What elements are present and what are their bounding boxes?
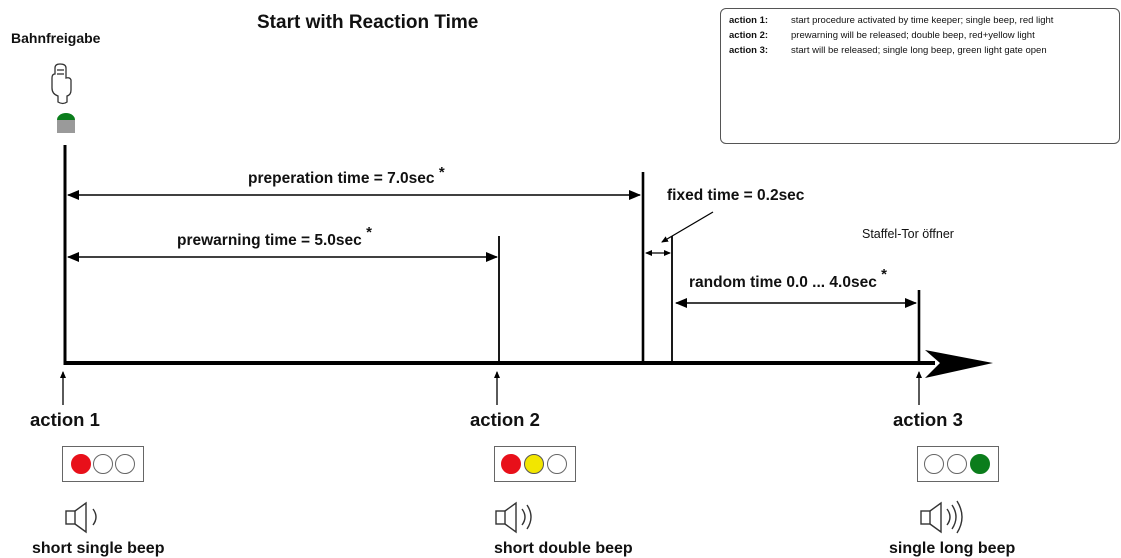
legend-box: action 1:start procedure activated by ti… [720,8,1120,144]
off-lamp [115,454,135,474]
traffic-light-icon [917,446,999,482]
axis-arrowhead [925,350,993,378]
off-lamp [924,454,944,474]
legend-row-1: action 1:start procedure activated by ti… [729,15,1054,26]
fixed-pointer [661,211,714,243]
green-lamp [970,454,990,474]
off-lamp [547,454,567,474]
speaker-icon [65,501,97,534]
red-lamp [501,454,521,474]
traffic-light-icon [494,446,576,482]
push-button-icon [57,113,75,133]
action-2-beep: short double beep [494,540,633,557]
off-lamp [947,454,967,474]
speaker-icon [920,500,963,534]
yellow-lamp [524,454,544,474]
action-2-label: action 2 [470,409,540,430]
random-label: random time 0.0 ... 4.0sec * [689,266,887,291]
legend-row-2: action 2:prewarning will be released; do… [729,30,1035,41]
traffic-light-icon [62,446,144,482]
button-label: Bahnfreigabe [11,30,101,46]
gate-label: Staffel-Tor öffner [862,227,954,241]
action-3-label: action 3 [893,409,963,430]
prewarning-label: prewarning time = 5.0sec * [177,224,372,249]
action-1-beep: short single beep [32,540,165,557]
preparation-label: preperation time = 7.0sec * [248,164,445,187]
action-3-beep: single long beep [889,540,1016,557]
fixed-label: fixed time = 0.2sec [667,187,805,204]
off-lamp [93,454,113,474]
hand-pointer-icon [51,63,72,105]
action-1-label: action 1 [30,409,100,430]
speaker-icon [495,501,532,534]
diagram-title: Start with Reaction Time [257,12,479,33]
red-lamp [71,454,91,474]
legend-row-3: action 3:start will be released; single … [729,45,1047,56]
